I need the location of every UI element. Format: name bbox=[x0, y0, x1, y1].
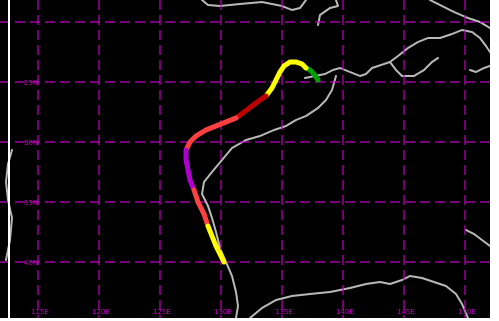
track-segment-yellow-2 bbox=[205, 223, 227, 265]
coastlines bbox=[5, 0, 490, 318]
track-segment-yellow-1 bbox=[263, 59, 309, 99]
coastline-upper-coast bbox=[304, 29, 490, 79]
coastline-top-c bbox=[429, 0, 490, 29]
lon-label-5: 135E bbox=[275, 308, 293, 316]
coastline-bottom bbox=[249, 275, 469, 318]
lat-label-1: 25N bbox=[24, 79, 38, 87]
coastline-main-coast bbox=[201, 75, 337, 318]
coastline-peninsula bbox=[389, 57, 439, 77]
track-segment-red-2 bbox=[191, 187, 211, 229]
lon-label-4: 130E bbox=[214, 308, 232, 316]
lon-labels: 115E 120E 125E 130E 135E 140E 145E 150E bbox=[31, 308, 476, 316]
ocean-background bbox=[0, 0, 490, 318]
map-svg: 25N 30N 35N 40N 115E 120E 125E 130E 135E… bbox=[0, 0, 490, 318]
lon-label-6: 140E bbox=[336, 308, 354, 316]
lon-label-2: 120E bbox=[92, 308, 110, 316]
lon-label-8: 150E bbox=[458, 308, 476, 316]
lon-label-1: 115E bbox=[31, 308, 49, 316]
coastline-top-b bbox=[317, 0, 339, 26]
map-left-frame-line bbox=[8, 0, 10, 318]
coastline-right-upper bbox=[469, 65, 490, 73]
lat-label-4: 40N bbox=[24, 259, 38, 267]
lon-label-7: 145E bbox=[397, 308, 415, 316]
track-segment-purple bbox=[183, 147, 197, 193]
coastline-right-lower bbox=[465, 229, 490, 247]
storm-track[interactable] bbox=[183, 59, 321, 265]
lat-label-3: 35N bbox=[24, 199, 38, 207]
coastline-top-a bbox=[201, 0, 307, 11]
lat-label-2: 30N bbox=[24, 139, 38, 147]
lat-lon-grid bbox=[0, 0, 490, 318]
map-area[interactable]: 25N 30N 35N 40N 115E 120E 125E 130E 135E… bbox=[0, 0, 490, 318]
track-segment-red-1 bbox=[183, 115, 239, 153]
lat-labels: 25N 30N 35N 40N bbox=[24, 79, 38, 267]
lon-label-3: 125E bbox=[153, 308, 171, 316]
track-segment-darkred bbox=[233, 93, 269, 121]
